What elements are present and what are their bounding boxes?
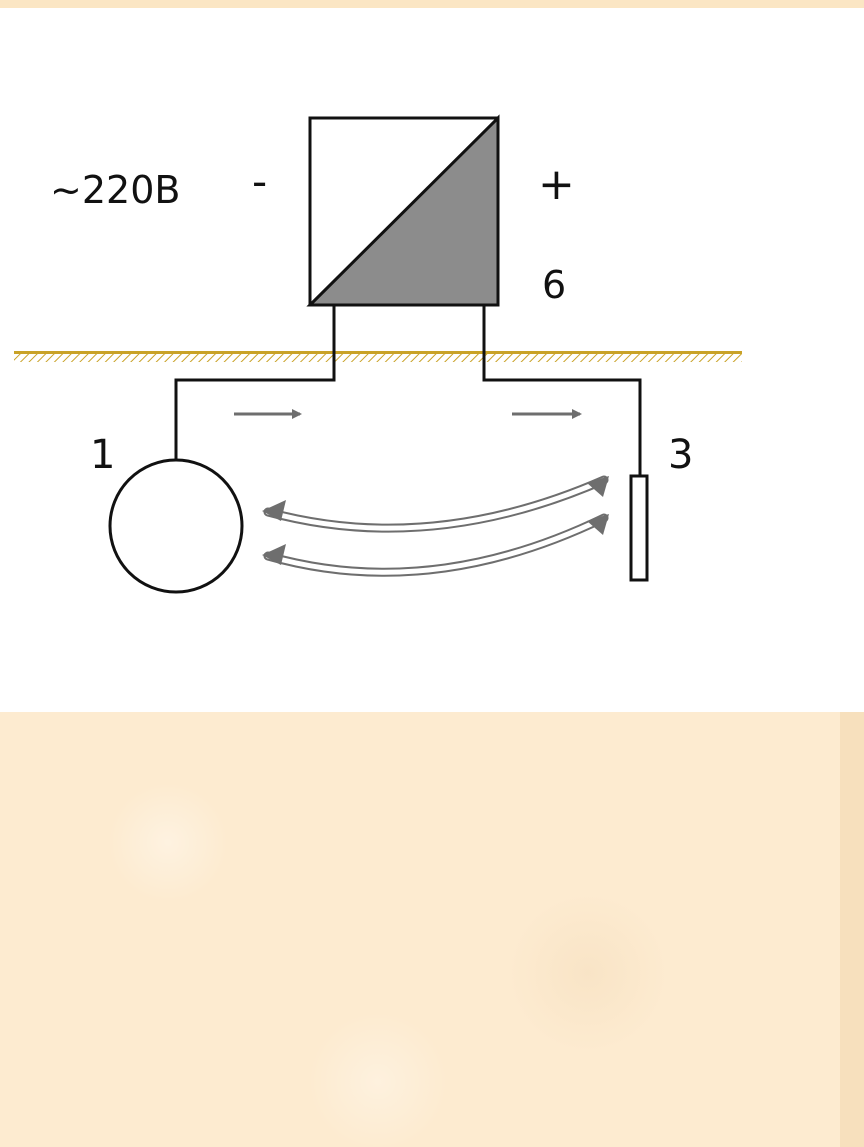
cathodic-protection-diagram: ~220В - + 6 1 3 xyxy=(14,114,742,594)
electrode-rod xyxy=(629,474,649,582)
anode-circle xyxy=(108,458,244,594)
curved-arrow-upper-inner xyxy=(265,477,607,531)
anode-number-label: 1 xyxy=(90,432,115,478)
wire-to-electrode xyxy=(482,305,642,476)
arrowhead-upper-left xyxy=(262,500,286,521)
voltage-label: ~220В xyxy=(50,168,180,212)
arrowhead-lower-left xyxy=(262,544,286,565)
paper-panel xyxy=(0,712,840,1147)
converter-number-label: 6 xyxy=(542,263,566,307)
top-band xyxy=(0,0,864,8)
wire-to-anode xyxy=(174,305,336,460)
minus-label: - xyxy=(252,157,267,206)
arrowhead-upper-right xyxy=(587,476,609,497)
arrowhead-lower-right xyxy=(587,514,609,535)
right-strip xyxy=(840,712,864,1147)
curved-arrowheads xyxy=(262,476,609,565)
plus-label: + xyxy=(538,159,575,210)
wires xyxy=(174,305,642,476)
converter-box xyxy=(306,114,500,307)
electrode-number-label: 3 xyxy=(668,432,693,478)
ground-current-arrows xyxy=(263,475,609,577)
ground-surface xyxy=(14,351,742,362)
curved-arrow-lower-inner xyxy=(265,515,607,575)
